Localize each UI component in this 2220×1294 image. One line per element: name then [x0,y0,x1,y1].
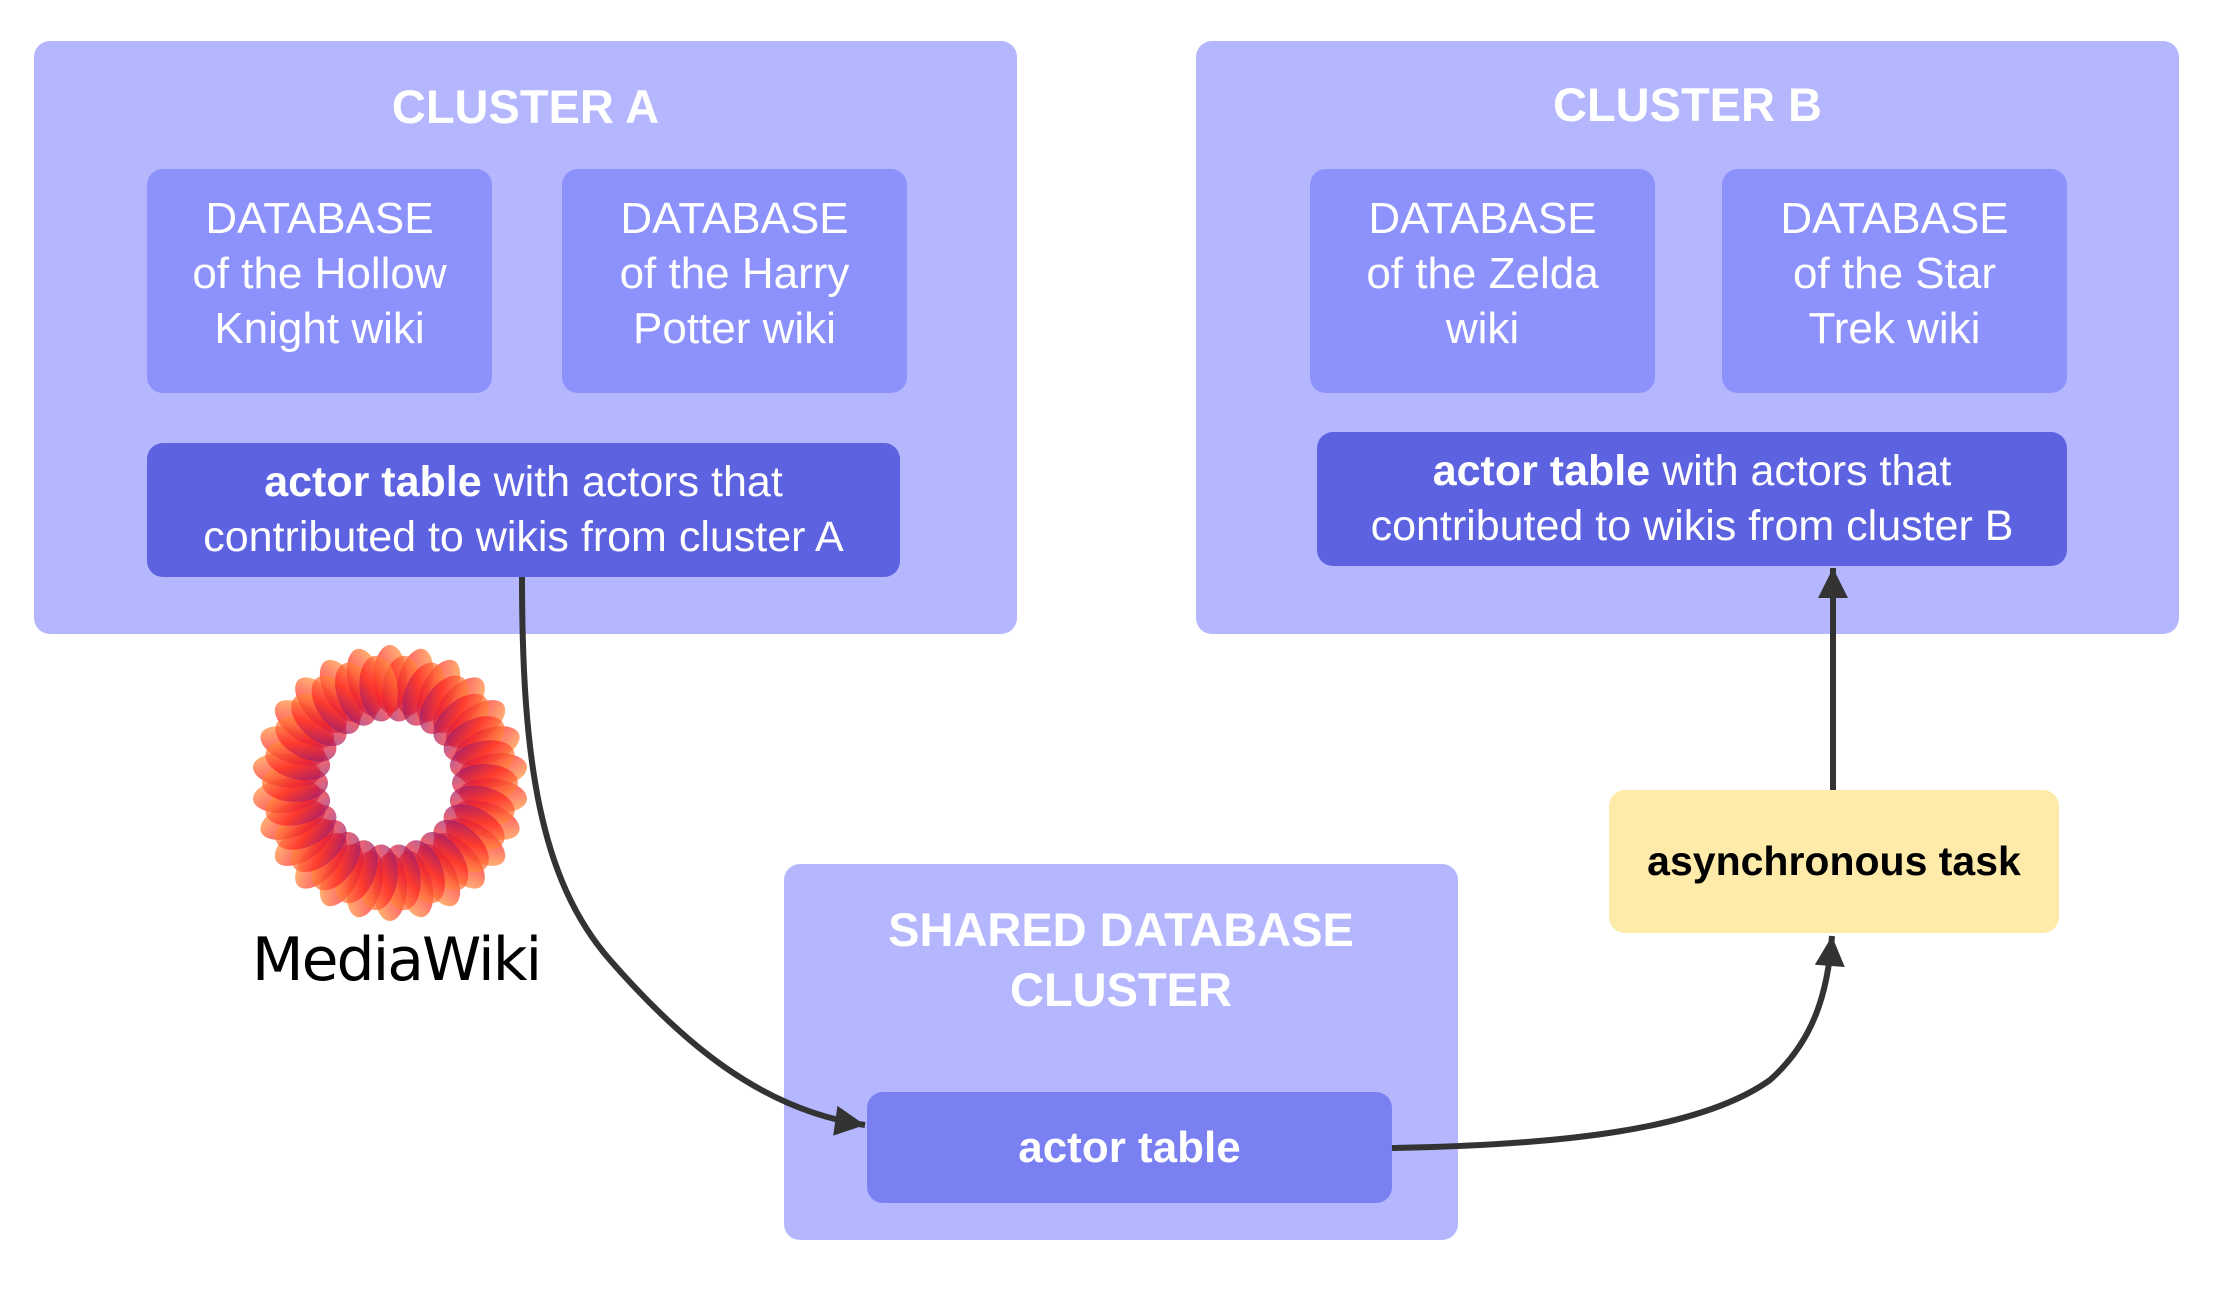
database-line: of the Hollow [192,249,447,298]
mediawiki-wordmark: MediaWiki [251,925,542,995]
asynchronous-task-label: asynchronous task [1647,838,2021,884]
actor-table-label: actor table [1432,447,1651,495]
actor-table-label: actor table [264,458,482,506]
mediawiki-sunflower-icon [252,645,528,921]
database-line: Knight wiki [214,304,425,353]
database-line: DATABASE [205,194,434,243]
database-line: Potter wiki [633,304,836,353]
shared-cluster-title-line2: CLUSTER [1010,963,1232,1016]
database-hollow-knight: DATABASE of the Hollow Knight wiki [147,169,492,393]
database-line: DATABASE [1368,194,1597,243]
actor-table-desc: with actors that [481,458,783,506]
database-line: DATABASE [1780,194,2009,243]
database-line: DATABASE [620,194,849,243]
arrow-shared-to-async [1391,935,1845,1151]
database-line: of the Zelda [1366,249,1599,298]
actor-table-desc-line2: contributed to wikis from cluster B [1370,502,2014,550]
actor-table-desc: with actors that [1650,447,1952,495]
cluster-b-title: CLUSTER B [1553,78,1822,131]
shared-actor-table-label: actor table [1018,1122,1241,1172]
logo-petal [359,655,398,722]
asynchronous-task: asynchronous task [1609,790,2059,933]
cluster-b-actor-table: actor table with actors that contributed… [1317,432,2067,566]
cluster-a-actor-table: actor table with actors that contributed… [147,443,900,577]
actor-table-desc-line2: contributed to wikis from cluster A [203,513,844,561]
database-star-trek: DATABASE of the Star Trek wiki [1722,169,2067,393]
database-line: of the Star [1792,249,1996,298]
database-zelda: DATABASE of the Zelda wiki [1310,169,1655,393]
logo-center [328,721,452,845]
database-line: of the Harry [619,249,850,298]
cluster-a-title: CLUSTER A [391,80,660,133]
database-harry-potter: DATABASE of the Harry Potter wiki [562,169,907,393]
shared-actor-table: actor table [867,1092,1392,1203]
database-line: wiki [1445,304,1520,353]
shared-cluster-title-line1: SHARED DATABASE [888,903,1354,956]
database-line: Trek wiki [1808,304,1981,353]
